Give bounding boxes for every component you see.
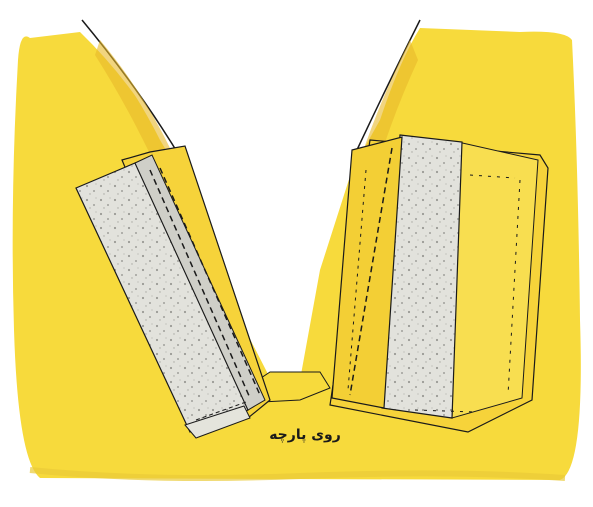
fabric-right-side-label: روی پارچه bbox=[255, 427, 355, 443]
right-placket bbox=[330, 135, 548, 432]
